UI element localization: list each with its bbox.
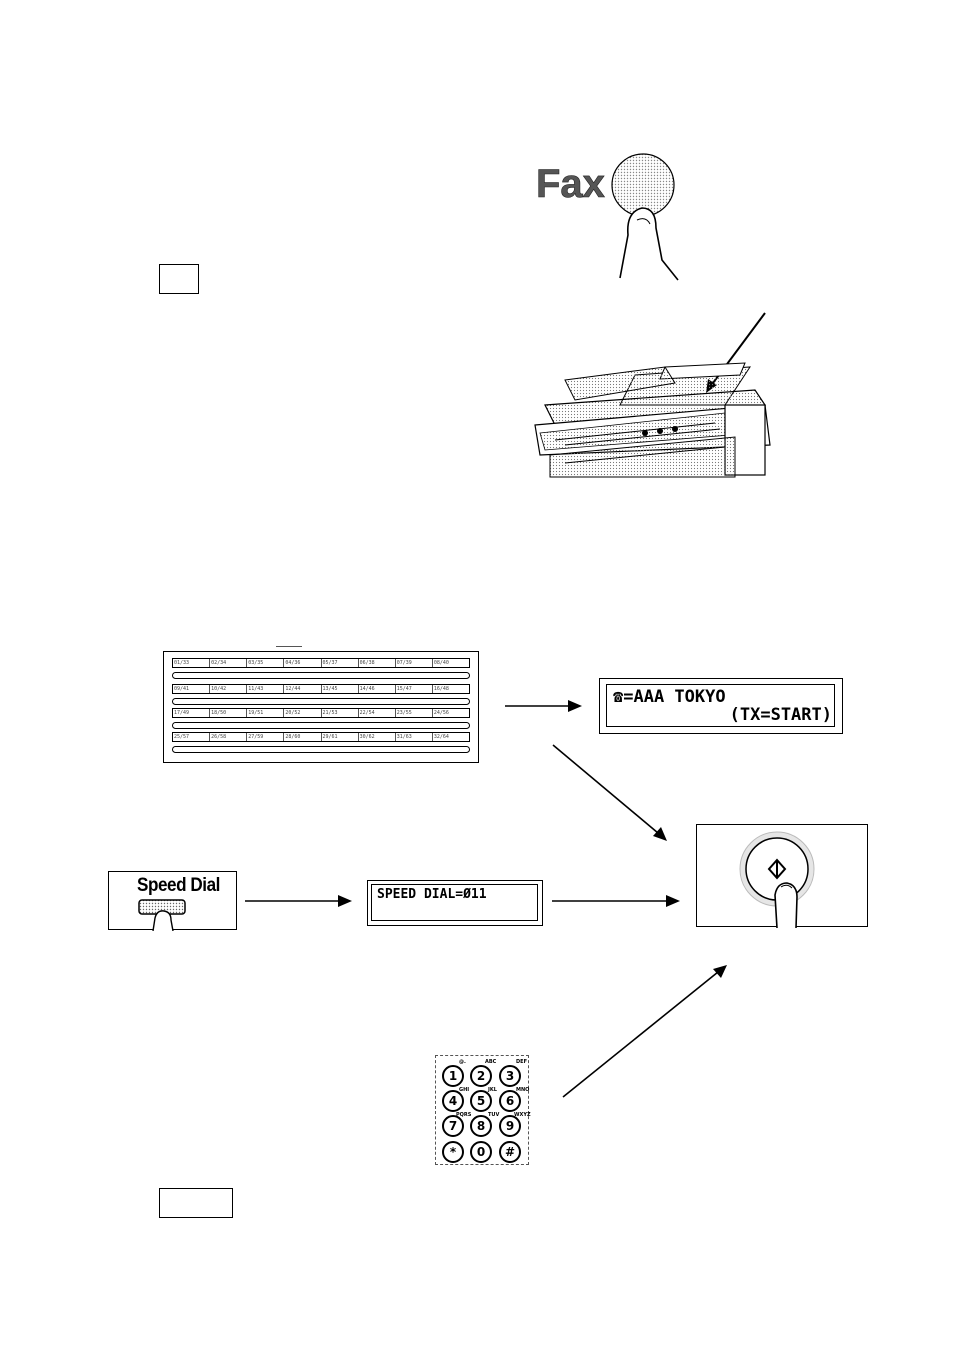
one-touch-key[interactable]: 13/45 <box>322 685 359 693</box>
one-touch-key[interactable]: 25/57 <box>173 733 211 741</box>
key-0[interactable]: 0 <box>470 1141 492 1163</box>
speed-dial-label: Speed Dial <box>137 875 220 896</box>
display-one-touch-screen: ☎=AAA TOKYO (TX=START) <box>606 684 835 727</box>
key-letters: GHI <box>459 1087 470 1093</box>
key-letters: TUV <box>488 1112 500 1118</box>
key-3[interactable]: 3 <box>499 1065 521 1087</box>
one-touch-panel: 01/33 02/34 03/35 04/36 05/37 06/38 07/3… <box>163 651 479 763</box>
step-number-box-1 <box>159 264 199 294</box>
one-touch-pill <box>172 698 470 705</box>
key-1[interactable]: 1 <box>442 1065 464 1087</box>
one-touch-key[interactable]: 29/61 <box>322 733 359 741</box>
key-letters: WXYZ <box>514 1112 531 1118</box>
one-touch-key[interactable]: 22/54 <box>359 709 396 717</box>
start-button-illustration <box>696 824 869 928</box>
one-touch-row-2: 09/41 10/42 11/43 12/44 13/45 14/46 15/4… <box>172 684 470 694</box>
fax-button-illustration: Fax <box>530 150 690 285</box>
one-touch-key[interactable]: 24/56 <box>433 710 449 716</box>
one-touch-key[interactable]: 23/55 <box>396 709 433 717</box>
one-touch-key[interactable]: 14/46 <box>359 685 396 693</box>
one-touch-key[interactable]: 21/53 <box>322 709 359 717</box>
speed-dial-button[interactable] <box>109 872 238 931</box>
key-7[interactable]: 7 <box>442 1115 464 1137</box>
fax-label: Fax <box>536 162 606 207</box>
one-touch-key[interactable]: 05/37 <box>322 659 359 667</box>
one-touch-row-1: 01/33 02/34 03/35 04/36 05/37 06/38 07/3… <box>172 658 470 668</box>
one-touch-key[interactable]: 04/36 <box>284 659 322 667</box>
arrow-panel-to-display <box>505 700 582 712</box>
finger-press-icon <box>611 153 679 281</box>
one-touch-key[interactable]: 12/44 <box>284 685 322 693</box>
one-touch-key[interactable]: 01/33 <box>173 659 211 667</box>
display-one-touch-line2: (TX=START) <box>729 705 832 725</box>
key-hash[interactable]: # <box>499 1141 521 1163</box>
key-letters: DEF <box>516 1059 527 1065</box>
one-touch-key[interactable]: 09/41 <box>173 685 211 693</box>
arrow-speed-dial-to-display <box>245 895 352 907</box>
one-touch-key[interactable]: 30/62 <box>359 733 396 741</box>
one-touch-key[interactable]: 28/60 <box>284 733 322 741</box>
arrow-display-to-start <box>552 895 680 907</box>
display-speed-dial-screen: SPEED DIAL=Ø11 <box>371 884 538 921</box>
one-touch-key[interactable]: 08/40 <box>433 660 449 666</box>
one-touch-key[interactable]: 19/51 <box>247 709 285 717</box>
one-touch-row-3: 17/49 18/50 19/51 20/52 21/53 22/54 23/5… <box>172 708 470 718</box>
one-touch-pill <box>172 722 470 729</box>
arrow-panel-to-start <box>552 744 667 841</box>
key-5[interactable]: 5 <box>470 1090 492 1112</box>
key-letters: JKL <box>488 1087 497 1093</box>
one-touch-key[interactable]: 27/59 <box>247 733 285 741</box>
key-letters: PQRS <box>456 1112 472 1118</box>
one-touch-key[interactable]: 03/35 <box>247 659 285 667</box>
panel-tab-mark <box>276 646 302 648</box>
speed-dial-button-illustration: Speed Dial <box>108 871 238 931</box>
key-9[interactable]: 9 <box>499 1115 521 1137</box>
one-touch-key[interactable]: 15/47 <box>396 685 433 693</box>
one-touch-row-4: 25/57 26/58 27/59 28/60 29/61 30/62 31/6… <box>172 732 470 742</box>
one-touch-key[interactable]: 26/58 <box>210 733 248 741</box>
key-letters: MNO <box>516 1087 530 1093</box>
one-touch-key[interactable]: 10/42 <box>210 685 248 693</box>
one-touch-key[interactable]: 11/43 <box>247 685 285 693</box>
one-touch-key[interactable]: 20/52 <box>284 709 322 717</box>
key-4[interactable]: 4 <box>442 1090 464 1112</box>
one-touch-key[interactable]: 32/64 <box>433 734 449 740</box>
one-touch-pill <box>172 746 470 753</box>
one-touch-key[interactable]: 17/49 <box>173 709 211 717</box>
key-6[interactable]: 6 <box>499 1090 521 1112</box>
key-2[interactable]: 2 <box>470 1065 492 1087</box>
start-diamond-icon[interactable] <box>697 825 869 928</box>
one-touch-key[interactable]: 07/39 <box>396 659 433 667</box>
one-touch-key[interactable]: 16/48 <box>433 686 449 692</box>
one-touch-key[interactable]: 06/38 <box>359 659 396 667</box>
display-speed-dial-line1: SPEED DIAL=Ø11 <box>377 887 487 902</box>
one-touch-key[interactable]: 18/50 <box>210 709 248 717</box>
numeric-keypad: @. ABC DEF 1 2 3 GHI JKL MNO 4 5 6 PQRS … <box>435 1055 531 1165</box>
key-8[interactable]: 8 <box>470 1115 492 1137</box>
one-touch-pill <box>172 672 470 679</box>
step-number-box-2 <box>159 1188 233 1218</box>
key-letters: @. <box>459 1059 466 1065</box>
display-one-touch-line1: ☎=AAA TOKYO <box>613 687 726 707</box>
one-touch-key[interactable]: 31/63 <box>396 733 433 741</box>
copier-adf-icon <box>534 312 771 478</box>
arrow-keypad-to-start <box>562 965 727 1098</box>
display-speed-dial: SPEED DIAL=Ø11 <box>367 880 543 926</box>
one-touch-key[interactable]: 02/34 <box>210 659 248 667</box>
key-letters: ABC <box>485 1059 497 1065</box>
key-star[interactable]: * <box>442 1141 464 1163</box>
display-one-touch: ☎=AAA TOKYO (TX=START) <box>599 678 843 734</box>
